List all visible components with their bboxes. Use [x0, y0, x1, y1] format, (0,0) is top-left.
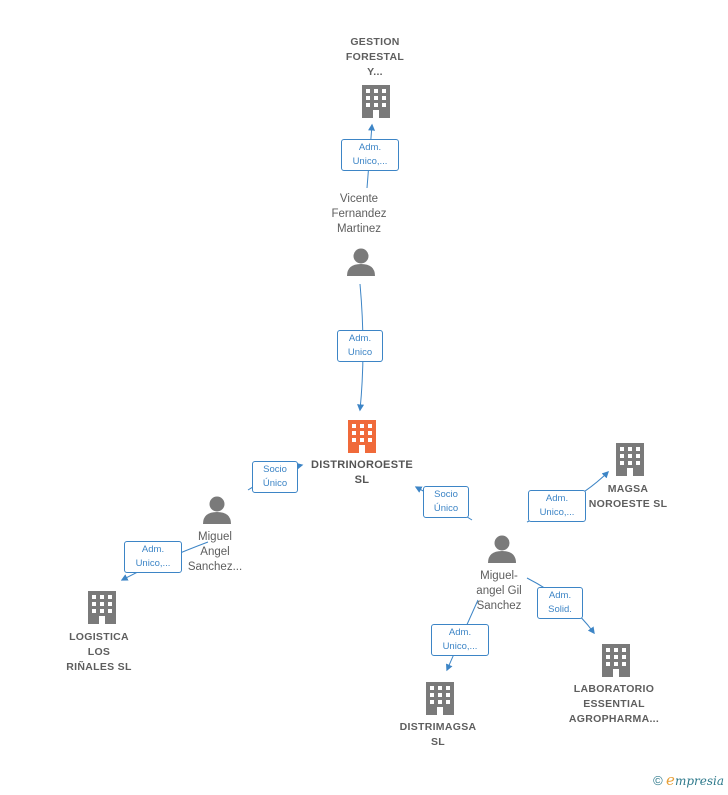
person-icon-miguel-angel[interactable] [203, 496, 231, 525]
edge-label-vicente-distrinoroeste[interactable]: Adm. Unico [337, 330, 383, 362]
node-label-distrinoroeste[interactable]: DISTRINOROESTE SL [311, 459, 413, 486]
node-label-vicente[interactable]: Vicente Fernandez Martinez [331, 193, 387, 235]
edge-label-miguel-angel-distrinoroeste[interactable]: Socio Único [252, 461, 298, 493]
person-icon-vicente[interactable] [347, 248, 375, 277]
building-icon-distrinoroeste[interactable] [348, 420, 376, 453]
building-icon-laboratorio[interactable] [602, 644, 630, 677]
empresia-watermark: © empresia [653, 771, 724, 789]
edge-label-miguel-gil-magsa[interactable]: Adm. Unico,... [528, 490, 586, 522]
brand-name: mpresia [674, 774, 724, 788]
person-icon-miguel-gil[interactable] [488, 535, 516, 564]
edge-label-miguel-gil-laboratorio[interactable]: Adm. Solid. [537, 587, 583, 619]
brand-initial: e [666, 771, 675, 789]
node-label-logistica[interactable]: LOGISTICA LOS RIÑALES SL [66, 631, 132, 673]
node-label-gestion[interactable]: GESTION FORESTAL Y... [345, 36, 405, 78]
node-label-miguel-angel[interactable]: Miguel Angel Sanchez... [187, 531, 243, 573]
edge-label-miguel-angel-logistica[interactable]: Adm. Unico,... [124, 541, 182, 573]
node-label-miguel-gil[interactable]: Miguel- angel Gil Sanchez [476, 570, 522, 612]
copyright-icon: © [653, 773, 663, 788]
node-label-distrimagsa[interactable]: DISTRIMAGSA SL [399, 721, 477, 748]
building-icon-magsa[interactable] [616, 443, 644, 476]
building-icon-distrimagsa[interactable] [426, 682, 454, 715]
node-label-laboratorio[interactable]: LABORATORIO ESSENTIAL AGROPHARMA... [568, 683, 660, 725]
edge-label-vicente-gestion[interactable]: Adm. Unico,... [341, 139, 399, 171]
node-label-magsa[interactable]: MAGSA NOROESTE SL [588, 483, 668, 510]
building-icon-logistica[interactable] [88, 591, 116, 624]
edge-label-miguel-gil-distrinoroeste[interactable]: Socio Único [423, 486, 469, 518]
building-icon-gestion[interactable] [362, 85, 390, 118]
edge-label-miguel-gil-distrimagsa[interactable]: Adm. Unico,... [431, 624, 489, 656]
